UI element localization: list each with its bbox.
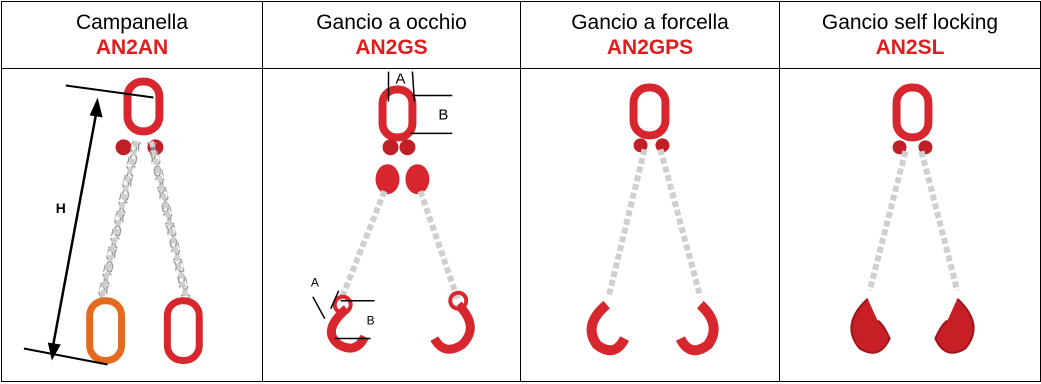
chain-sling-illustration	[850, 83, 975, 354]
connector	[375, 164, 400, 195]
column-title: Gancio a occhio	[316, 11, 467, 34]
header-cell-campanella: Campanella AN2AN	[1, 1, 263, 69]
eye-hook	[430, 301, 475, 354]
image-cell-gancio-occhio: A B A B	[262, 68, 521, 382]
height-dimension	[23, 84, 154, 366]
self-locking-hook	[934, 297, 975, 354]
header-row: Campanella AN2AN Gancio a occhio AN2GS G…	[1, 1, 1041, 69]
chain-sling-illustration: H	[23, 77, 203, 366]
coupling-link	[655, 138, 670, 153]
dimension-label-b: B	[367, 314, 375, 328]
column-title: Campanella	[75, 11, 189, 34]
chain-leg	[657, 148, 704, 298]
product-code: AN2GPS	[606, 36, 694, 59]
coupling-link	[633, 138, 648, 153]
chain-leg	[337, 190, 388, 302]
dimension-lines	[312, 71, 453, 340]
header-cell-gancio-forcella: Gancio a forcella AN2GPS	[520, 1, 780, 69]
header-cell-gancio-occhio: Gancio a occhio AN2GS	[262, 1, 521, 69]
chain-leg	[147, 140, 191, 300]
dimension-label-a: A	[395, 71, 405, 88]
dimension-label-b: B	[438, 106, 448, 123]
clevis-hook	[586, 300, 630, 356]
connector	[405, 164, 430, 195]
eye-hook	[326, 305, 369, 353]
master-link	[378, 85, 417, 142]
coupling-link	[399, 139, 416, 156]
product-code: AN2AN	[95, 36, 169, 59]
coupling-link	[382, 139, 399, 156]
master-link	[629, 83, 670, 140]
product-code: AN2SL	[875, 36, 945, 59]
chain-sling-illustration: A B A B	[311, 71, 475, 354]
chain-sling-illustration	[586, 83, 719, 356]
image-cell-gancio-self-locking	[779, 68, 1041, 382]
image-row: H	[1, 68, 1041, 382]
product-code: AN2GS	[355, 36, 428, 59]
image-cell-campanella: H	[1, 68, 263, 382]
chain-leg	[866, 150, 909, 292]
end-link	[86, 297, 126, 364]
coupling-link	[918, 140, 933, 155]
self-locking-hook	[850, 297, 891, 354]
chain-leg	[605, 148, 648, 298]
coupling-link	[115, 139, 132, 156]
master-link	[892, 83, 933, 142]
chain-leg	[97, 140, 141, 300]
header-cell-gancio-self-locking: Gancio self locking AN2SL	[779, 1, 1041, 69]
image-cell-gancio-forcella	[520, 68, 780, 382]
chain-leg	[918, 150, 961, 292]
dimension-label-a: A	[311, 276, 319, 290]
column-title: Gancio self locking	[821, 11, 999, 34]
dimension-label-h: H	[56, 200, 66, 216]
master-link	[123, 77, 164, 136]
end-link	[163, 297, 203, 364]
column-title: Gancio a forcella	[571, 11, 729, 34]
chain-leg	[417, 190, 462, 302]
clevis-hook	[675, 301, 719, 356]
